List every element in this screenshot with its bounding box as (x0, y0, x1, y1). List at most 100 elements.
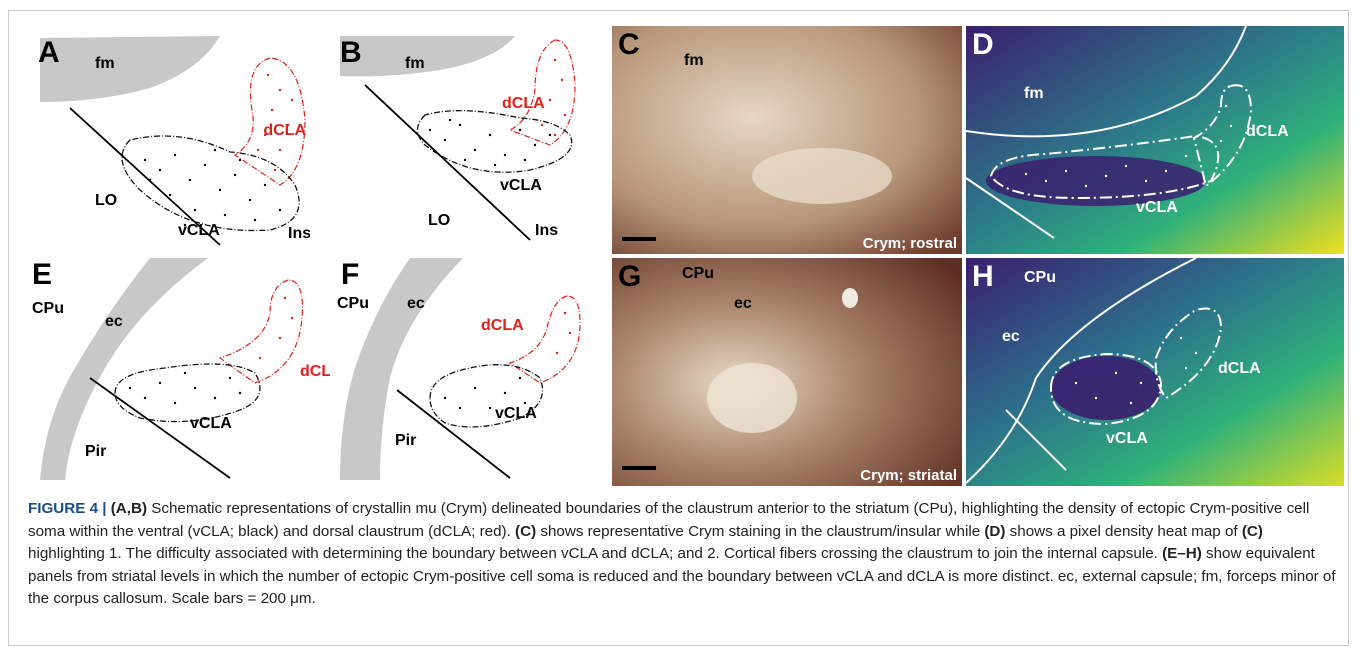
ec-boundary-line (966, 258, 1197, 484)
caption-text: shows a pixel density heat map of (1005, 522, 1242, 540)
dcla-outline (233, 57, 306, 186)
dcla-outline (508, 39, 576, 146)
label-ins: Ins (288, 225, 310, 242)
claustrum-light-region (707, 363, 797, 433)
label-cpu: CPu (337, 295, 369, 312)
label-lo: LO (95, 192, 117, 209)
vcla-outline (1049, 352, 1163, 426)
label-dcla: dCLA (263, 122, 306, 139)
label-ec: ec (407, 295, 425, 312)
vcla-outline (121, 135, 300, 232)
ec-shape (40, 258, 208, 480)
dcla-outline (1192, 84, 1253, 188)
label-fm: fm (95, 55, 115, 72)
pir-border-line (396, 389, 511, 479)
label-vcla: vCLA (190, 415, 232, 432)
caption-label: FIGURE 4 | (28, 500, 111, 517)
scale-bar (622, 237, 656, 241)
label-ec: ec (105, 313, 123, 330)
panel-a: A fm dCLA LO vCLA Ins (30, 30, 310, 250)
caption-text: show equivalent panels from striatal lev… (28, 545, 1336, 607)
dcla-outline (508, 295, 581, 384)
panel-h: H CPu ec dCLA vCLA (966, 258, 1344, 486)
panel-letter: D (972, 28, 994, 61)
label-pir: Pir (85, 443, 106, 460)
label-vcla: vCLA (500, 177, 542, 194)
label-fm: fm (405, 55, 425, 72)
claustrum-light-region (752, 148, 892, 204)
vcla-outline (429, 364, 544, 428)
label-ins: Ins (535, 222, 558, 239)
panel-letter: E (32, 258, 52, 291)
lo-boundary-line (966, 177, 1055, 239)
panel-b: B fm dCLA vCLA LO Ins (330, 30, 600, 250)
stain-image (612, 26, 962, 254)
vcla-dark-region (1051, 356, 1161, 420)
caption-ref: (A,B) (110, 500, 148, 517)
label-dcla: dCLA (1246, 123, 1289, 140)
white-dots (1074, 336, 1198, 405)
label-cpu: CPu (32, 300, 64, 317)
vcla-outline (416, 110, 573, 173)
scale-bar (622, 466, 656, 470)
heatmap-image (966, 26, 1344, 254)
figure-caption: FIGURE 4 | (A,B) Schematic representatio… (28, 498, 1338, 611)
label-vcla: vCLA (178, 222, 220, 239)
dcla-dots (540, 58, 567, 137)
vcla-outline (114, 363, 261, 423)
caption-text: shows representative Crym staining in th… (536, 522, 985, 540)
lo-border-line (364, 84, 531, 241)
caption-text: highlighting 1. The difficulty associate… (28, 545, 1163, 562)
stain-note: Crym; striatal (860, 467, 957, 484)
caption-text: Schematic representations of crystallin … (28, 500, 1310, 540)
fm-shape (340, 36, 515, 77)
stain-image (612, 258, 962, 486)
panel-letter: A (38, 36, 60, 69)
panel-letter: F (341, 258, 359, 291)
stain-note: Crym; rostral (863, 235, 957, 252)
dcla-outline (218, 279, 304, 384)
fm-boundary-line (966, 26, 1247, 138)
vcla-dots (443, 376, 527, 410)
caption-ref: (E–H) (1162, 545, 1202, 562)
panel-letter: G (618, 260, 641, 293)
panel-f: F CPu ec dCLA vCLA Pir (335, 258, 600, 483)
panel-d: D fm dCLA vCLA (966, 26, 1344, 254)
label-ec: ec (734, 295, 752, 312)
label-dcla: dCLA (481, 317, 524, 334)
fm-shape (40, 36, 220, 102)
label-lo: LO (428, 212, 450, 229)
label-ec: ec (1002, 328, 1020, 345)
dcla-dots (258, 296, 294, 360)
label-dcla: dCLA (502, 95, 545, 112)
heatmap-image (966, 258, 1344, 486)
vcla-dots (428, 118, 552, 167)
panel-letter: C (618, 28, 640, 61)
dcla-dots (555, 311, 572, 355)
vessel (842, 288, 858, 308)
label-pir: Pir (395, 432, 416, 449)
label-fm: fm (684, 52, 704, 69)
label-vcla: vCLA (1136, 199, 1178, 216)
pir-border-line (89, 377, 231, 479)
label-vcla: vCLA (1106, 430, 1148, 447)
panel-e: E CPu ec dCLA vCLA Pir (30, 258, 330, 483)
ec-shape (340, 258, 463, 480)
vcla-dots (143, 148, 282, 227)
vcla-dots (128, 371, 242, 405)
pir-boundary-line (1005, 409, 1067, 471)
label-cpu: CPu (1024, 269, 1056, 286)
panel-g: G CPu ec Crym; striatal (612, 258, 962, 486)
caption-ref: (D) (984, 522, 1006, 540)
white-dots (1024, 104, 1233, 188)
label-vcla: vCLA (495, 405, 537, 422)
dcla-dots (256, 73, 294, 172)
caption-ref: (C) (515, 522, 537, 540)
panel-c: C fm Crym; rostral (612, 26, 962, 254)
dcla-outline (1154, 307, 1223, 400)
label-fm: fm (1024, 85, 1044, 102)
caption-ref: (C) (1241, 522, 1263, 540)
label-dcla: dCLA (1218, 360, 1261, 377)
panel-letter: B (340, 36, 362, 69)
panel-letter: H (972, 260, 994, 293)
